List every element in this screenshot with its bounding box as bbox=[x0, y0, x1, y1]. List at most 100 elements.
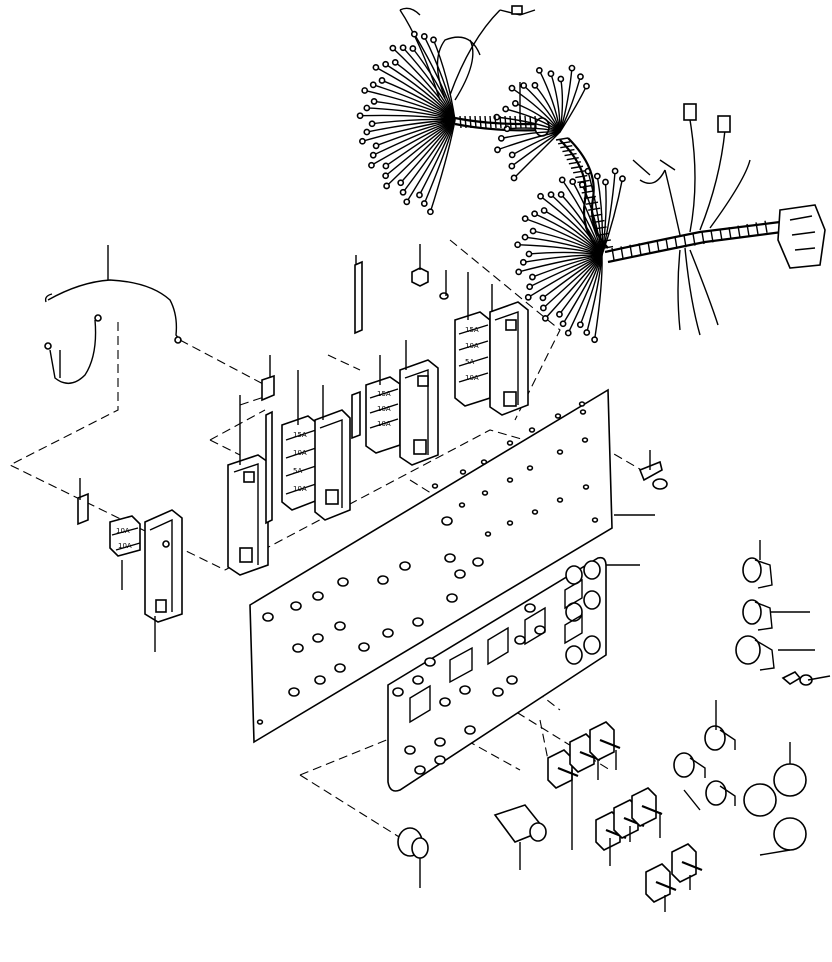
harness-coil-mark bbox=[590, 213, 603, 217]
control-knob-1 bbox=[773, 763, 807, 797]
left-fan-wire bbox=[364, 89, 456, 121]
left-fan-wire bbox=[375, 66, 456, 121]
panel-mount-hole bbox=[458, 502, 466, 508]
mid-fan-wire bbox=[511, 131, 561, 167]
harness-coil-mark bbox=[560, 144, 573, 149]
lower-fan-terminal bbox=[515, 268, 523, 276]
panel-mount-hole bbox=[579, 409, 587, 415]
left-fan-terminal bbox=[372, 142, 380, 150]
toggle-switch-lever bbox=[681, 860, 703, 872]
wire-fan-middle bbox=[493, 64, 590, 182]
left-fan-wire bbox=[429, 119, 456, 212]
left-fan-wire bbox=[386, 119, 456, 187]
harness-coil-mark bbox=[692, 233, 696, 246]
fuse-holder-stack-b bbox=[314, 409, 351, 521]
leader-line bbox=[683, 789, 701, 811]
lower-fan-terminal bbox=[541, 314, 549, 322]
lower-fan-terminal bbox=[564, 329, 572, 337]
mid-fan-wire bbox=[513, 131, 561, 179]
mid-fan-terminal bbox=[497, 134, 505, 142]
left-fan-wire bbox=[385, 63, 456, 121]
harness-coil-mark bbox=[600, 245, 614, 250]
left-fan-wire bbox=[402, 47, 456, 121]
panel-mount-hole bbox=[556, 449, 564, 455]
panel-mount-hole bbox=[582, 484, 590, 490]
toggle-switch-lever bbox=[641, 804, 663, 816]
lower-fan-terminal bbox=[529, 227, 537, 235]
left-fan-terminal bbox=[410, 30, 418, 38]
left-fan-terminal bbox=[399, 44, 407, 52]
harness-coil-mark bbox=[504, 115, 507, 129]
left-fan-terminal bbox=[363, 128, 371, 136]
left-fan-terminal bbox=[383, 182, 391, 190]
lower-fan-terminal bbox=[540, 207, 548, 214]
panel-mount-hole bbox=[481, 490, 489, 496]
lower-fan-wire bbox=[572, 181, 603, 256]
panel-mount-hole bbox=[292, 643, 304, 653]
lower-fan-terminal bbox=[569, 178, 577, 186]
lower-fan-terminal bbox=[556, 310, 563, 318]
panel-mount-hole bbox=[480, 459, 488, 465]
harness-coil-mark bbox=[474, 115, 477, 129]
harness-coil-mark bbox=[555, 137, 569, 141]
fuse-label-b-1: 15A bbox=[377, 390, 391, 398]
left-fan-wire bbox=[392, 47, 456, 121]
panel-mount-hole bbox=[531, 509, 539, 515]
lower-fan-terminal bbox=[529, 273, 536, 281]
mid-fan-wire bbox=[511, 87, 561, 133]
left-fan-wire bbox=[400, 119, 456, 184]
left-fan-terminal bbox=[399, 188, 407, 196]
mid-fan-terminal bbox=[520, 82, 528, 89]
left-fan-wire bbox=[362, 119, 456, 142]
sub-harness-left bbox=[44, 279, 182, 384]
panel-mount-hole bbox=[554, 413, 562, 419]
lower-fan-terminal bbox=[525, 250, 533, 258]
panel-mount-hole bbox=[454, 569, 466, 579]
harness-coil-mark bbox=[529, 115, 532, 129]
pilot-lamp-bottom bbox=[397, 827, 429, 859]
sub-panel-hole bbox=[492, 687, 504, 697]
left-fan-wire bbox=[423, 119, 456, 204]
panel-mount-hole bbox=[506, 477, 514, 483]
left-fan-wire bbox=[423, 36, 456, 121]
left-fan-wire bbox=[402, 119, 456, 193]
fuse-holder-stack-c bbox=[399, 359, 439, 466]
harness-coil-mark bbox=[588, 207, 601, 211]
mid-fan-terminal bbox=[510, 174, 518, 182]
lower-fan-terminal bbox=[583, 329, 591, 336]
sub-panel-hole bbox=[514, 635, 526, 645]
panel-mount-hole bbox=[312, 591, 324, 601]
mid-fan-wire bbox=[507, 127, 561, 133]
fuse-label-c-4: 10A bbox=[465, 374, 479, 382]
lower-fan-terminal bbox=[593, 172, 601, 180]
lower-fan-terminal bbox=[591, 336, 598, 344]
nut-and-washer bbox=[411, 267, 449, 300]
lower-fan-terminal bbox=[547, 191, 555, 199]
fuse-label-a-3: 5A bbox=[293, 467, 302, 475]
panel-mount-hole bbox=[444, 553, 456, 563]
left-fan-terminal bbox=[403, 198, 411, 206]
main-panel bbox=[249, 388, 613, 744]
left-fan-wire bbox=[413, 33, 456, 121]
left-fan-terminal bbox=[382, 172, 390, 180]
harness-coil-mark bbox=[596, 232, 609, 237]
harness-coil-mark bbox=[459, 115, 462, 129]
panel-mount-hole bbox=[288, 687, 300, 697]
mid-fan-wire bbox=[559, 68, 573, 133]
harness-coil-mark bbox=[524, 115, 527, 129]
harness-coil-mark bbox=[573, 170, 586, 174]
left-fan-terminal bbox=[356, 112, 364, 120]
mid-fan-wire bbox=[534, 84, 561, 133]
lower-fan-terminal bbox=[539, 304, 547, 312]
left-fan-terminal bbox=[363, 104, 371, 112]
fuse-holder-stack-a bbox=[227, 454, 269, 576]
panel-mount-hole bbox=[290, 601, 302, 611]
lower-fan-wire bbox=[593, 254, 603, 340]
harness-coil-mark bbox=[568, 161, 581, 165]
panel-mount-hole bbox=[334, 621, 346, 631]
panel-mount-hole bbox=[334, 663, 346, 673]
harness-coil-mark bbox=[581, 190, 594, 194]
left-fan-terminal bbox=[430, 36, 437, 44]
left-fan-terminal bbox=[409, 45, 417, 52]
mid-fan-terminal bbox=[511, 100, 519, 107]
